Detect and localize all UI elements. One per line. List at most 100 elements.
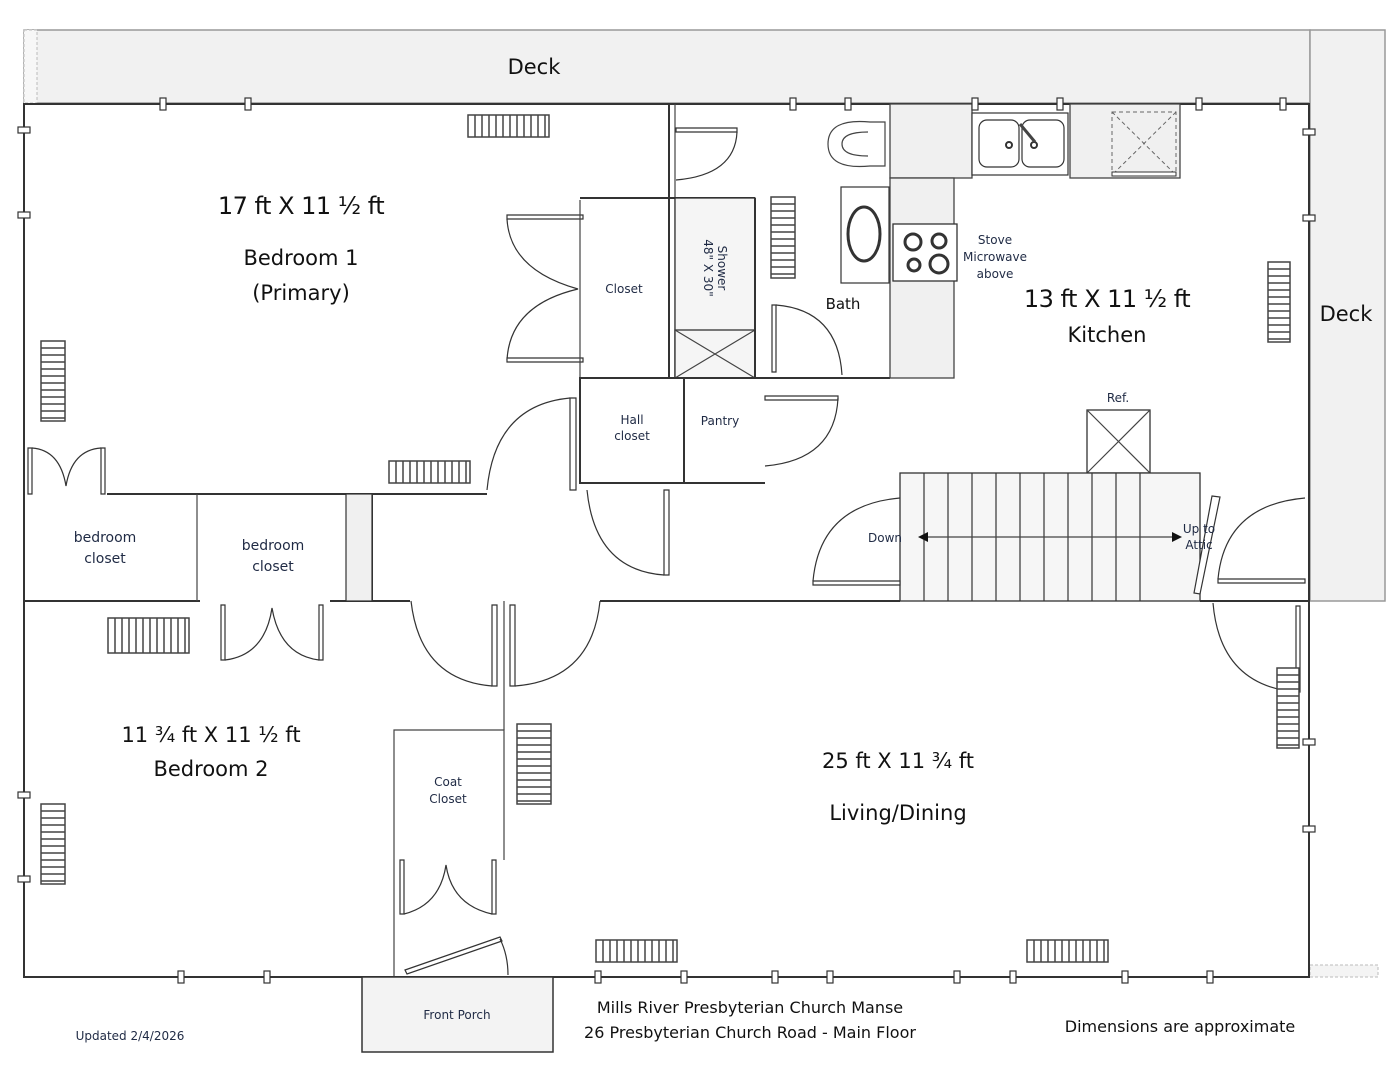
updated-date: Updated 2/4/2026 bbox=[75, 1029, 185, 1043]
window-jamb bbox=[17, 791, 31, 799]
bedroom-closet-door[interactable] bbox=[100, 447, 106, 495]
window-jamb bbox=[17, 875, 31, 883]
window-jamb bbox=[159, 97, 167, 111]
coat-closet-door[interactable] bbox=[399, 859, 405, 915]
burner bbox=[903, 232, 923, 252]
hall-closet-door-swing bbox=[586, 489, 665, 576]
drain bbox=[1005, 141, 1013, 149]
hall-closet-door[interactable] bbox=[663, 489, 670, 576]
bedroom2-name: Bedroom 2 bbox=[153, 757, 269, 781]
bedroom-closet-a-1: bedroom bbox=[73, 530, 137, 546]
arrow-right-icon bbox=[1172, 532, 1182, 542]
dishwasher bbox=[1111, 111, 1177, 176]
bath-door-swing bbox=[775, 304, 843, 376]
bedroom-closet-door-swing bbox=[31, 447, 102, 487]
bath-closet-door-swing bbox=[675, 131, 738, 181]
stairs-down-label: Down bbox=[867, 531, 903, 545]
stove-label-2: Microwave bbox=[963, 250, 1027, 264]
basement-door[interactable] bbox=[812, 580, 901, 586]
window-jamb bbox=[826, 970, 834, 984]
bedroom1-size: 17 ft X 11 ½ ft bbox=[217, 192, 385, 220]
living-size: 25 ft X 11 ¾ ft bbox=[821, 749, 975, 773]
bedroom-closet-b-1: bedroom bbox=[241, 538, 305, 554]
front-door-swing bbox=[499, 938, 509, 976]
closet-door[interactable] bbox=[506, 214, 584, 220]
kitchen-counter bbox=[889, 103, 973, 179]
closet-door[interactable] bbox=[506, 357, 584, 363]
vent-icon bbox=[40, 340, 66, 422]
interior-wall bbox=[107, 493, 373, 601]
deck-top-label: Deck bbox=[507, 55, 561, 79]
sink-basin bbox=[978, 119, 1020, 168]
attic-door[interactable] bbox=[1193, 495, 1221, 595]
shower-x bbox=[674, 329, 756, 379]
basement-door-swing bbox=[812, 497, 901, 582]
bath-label: Bath bbox=[825, 295, 861, 313]
shower-label: Shower 48" X 30" bbox=[701, 233, 729, 303]
deck-right-label: Deck bbox=[1319, 302, 1373, 326]
window-jamb bbox=[594, 970, 602, 984]
burner bbox=[928, 253, 950, 275]
hall-door-right-swing bbox=[514, 600, 601, 687]
window-jamb bbox=[263, 970, 271, 984]
window-jamb bbox=[17, 211, 31, 219]
bath-door[interactable] bbox=[771, 304, 777, 373]
heating-vents bbox=[40, 114, 1300, 963]
bedroom2-closet-door[interactable] bbox=[318, 604, 324, 661]
stove[interactable] bbox=[892, 223, 958, 282]
coat-closet-door[interactable] bbox=[491, 859, 497, 915]
bedroom1-door[interactable] bbox=[569, 397, 577, 491]
bedroom-closet-door[interactable] bbox=[27, 447, 33, 495]
shower-label-2: 48" X 30" bbox=[701, 239, 715, 297]
coat-closet-door-swing bbox=[403, 864, 493, 915]
hall-door-left[interactable] bbox=[491, 604, 498, 687]
window-jamb bbox=[1302, 214, 1316, 222]
deck-step bbox=[23, 29, 38, 104]
vent-icon bbox=[1026, 939, 1109, 963]
pantry-wall bbox=[684, 377, 770, 484]
stairs-up-label-2: Attic bbox=[1185, 538, 1213, 552]
living-name: Living/Dining bbox=[829, 801, 967, 825]
stove-label-3: above bbox=[976, 267, 1014, 281]
deck-right-area bbox=[1309, 29, 1386, 602]
stove-label-1: Stove bbox=[977, 233, 1013, 247]
plan-subtitle: 26 Presbyterian Church Road - Main Floor bbox=[584, 1023, 916, 1042]
windows bbox=[17, 97, 1316, 984]
front-porch-label: Front Porch bbox=[423, 1008, 491, 1022]
hall-door-right[interactable] bbox=[509, 604, 516, 687]
dishwasher-door bbox=[1111, 171, 1177, 177]
bath-closet-door[interactable] bbox=[675, 127, 738, 133]
window-jamb bbox=[844, 97, 852, 111]
bedroom2-closet-door[interactable] bbox=[220, 604, 226, 661]
bedroom-closet-a-2: closet bbox=[84, 551, 126, 567]
chase bbox=[345, 493, 373, 602]
vent-icon bbox=[467, 114, 550, 138]
vent-icon bbox=[1276, 667, 1300, 749]
disclaimer: Dimensions are approximate bbox=[1064, 1017, 1296, 1036]
deck-top-area bbox=[23, 29, 1311, 104]
deck-door[interactable] bbox=[1217, 578, 1306, 584]
coat-closet-2: Closet bbox=[429, 792, 467, 806]
window-jamb bbox=[177, 970, 185, 984]
closet-label: Closet bbox=[605, 282, 643, 296]
burner bbox=[930, 232, 948, 250]
window-jamb bbox=[1302, 128, 1316, 136]
coat-closet-1: Coat bbox=[434, 775, 462, 789]
front-door[interactable] bbox=[404, 936, 503, 975]
window-jamb bbox=[1302, 738, 1316, 746]
burner bbox=[906, 257, 922, 273]
bedroom2-size: 11 ¾ ft X 11 ½ ft bbox=[121, 723, 301, 747]
shower-label-1: Shower bbox=[715, 245, 729, 291]
plan-title: Mills River Presbyterian Church Manse bbox=[596, 998, 904, 1017]
bath-sink bbox=[846, 205, 882, 263]
toilet bbox=[827, 120, 886, 168]
hall-door-left-swing bbox=[410, 600, 493, 687]
vent-icon bbox=[770, 196, 796, 279]
deck-step bbox=[1309, 964, 1379, 978]
window-jamb bbox=[1206, 970, 1214, 984]
kitchen-name: Kitchen bbox=[1067, 323, 1147, 347]
pantry-door[interactable] bbox=[764, 395, 839, 401]
kitchen-size: 13 ft X 11 ½ ft bbox=[1023, 285, 1191, 313]
coat-closet-wall bbox=[393, 729, 505, 977]
